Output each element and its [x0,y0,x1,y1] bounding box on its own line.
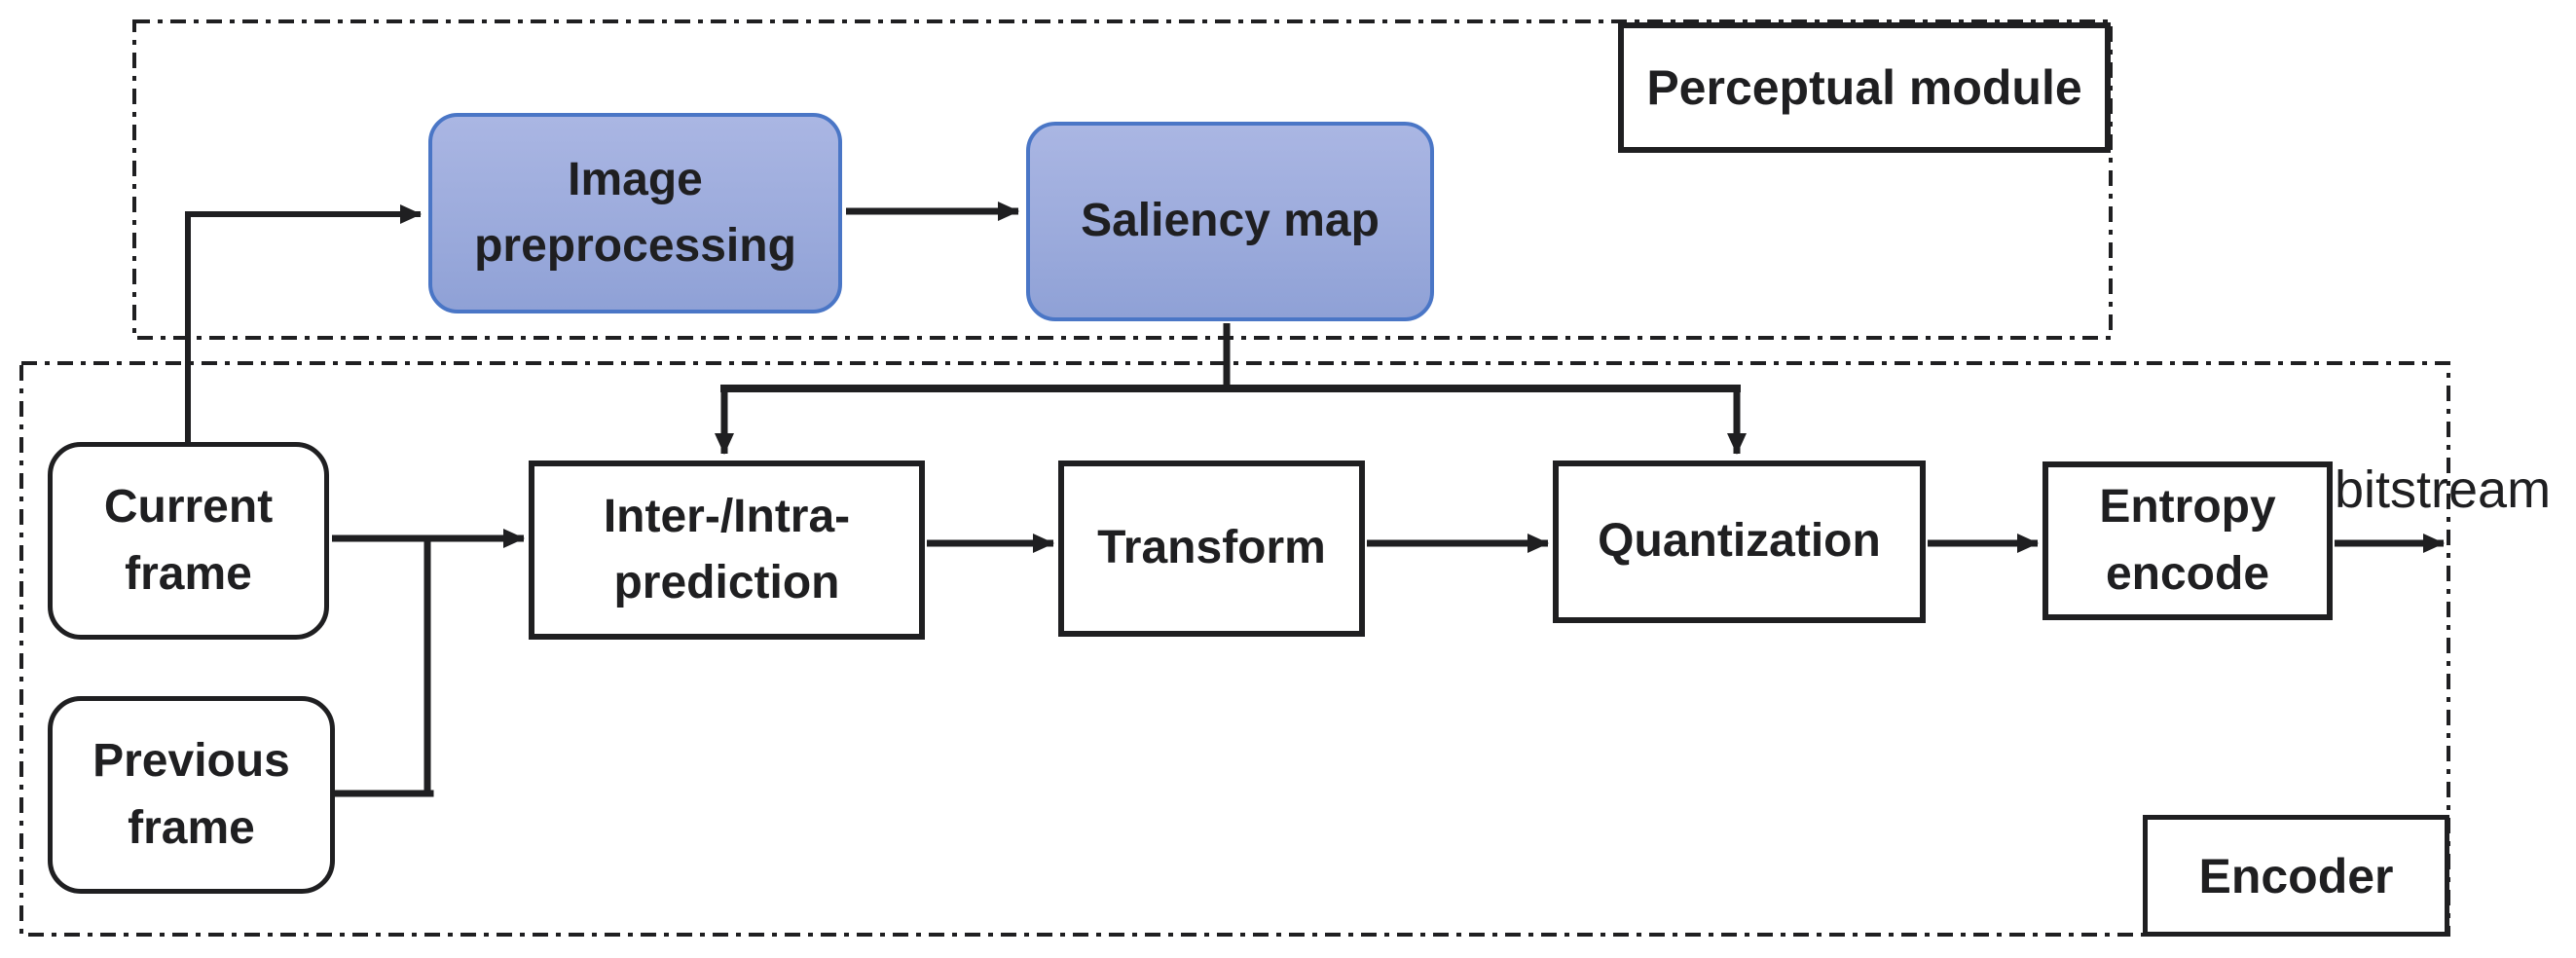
saliency-map-label: Saliency map [1081,195,1380,247]
inter-intra-prediction-label: Inter-/Intra- prediction [603,490,851,608]
perceptual-module-container-border [132,19,2113,340]
current-frame-label: Current frame [103,481,274,600]
perceptual-module-title-box: Perceptual module [1618,22,2111,153]
transform-node: Transform [1058,461,1365,637]
transform-label: Transform [1097,522,1326,574]
current-frame-node: Current frame [48,442,329,640]
entropy-encode-label: Entropy encode [2099,481,2276,600]
encoder-container-border [19,361,2450,937]
inter-intra-prediction-node: Inter-/Intra- prediction [529,461,925,640]
encoder-title-box: Encoder [2143,815,2449,937]
saliency-map-node: Saliency map [1026,122,1434,321]
previous-frame-label: Previous frame [92,735,290,854]
quantization-node: Quantization [1553,461,1926,623]
quantization-label: Quantization [1598,515,1881,568]
encoder-title: Encoder [2198,848,2394,903]
image-preprocessing-node: Image preprocessing [428,113,842,313]
bitstream-output-label: bitstream [2335,461,2552,519]
entropy-encode-node: Entropy encode [2042,461,2333,620]
edge-current-frame-to-image-preprocessing [185,204,422,444]
perceptual-module-title: Perceptual module [1646,60,2082,115]
previous-frame-node: Previous frame [48,696,335,894]
image-preprocessing-label: Image preprocessing [474,153,796,272]
